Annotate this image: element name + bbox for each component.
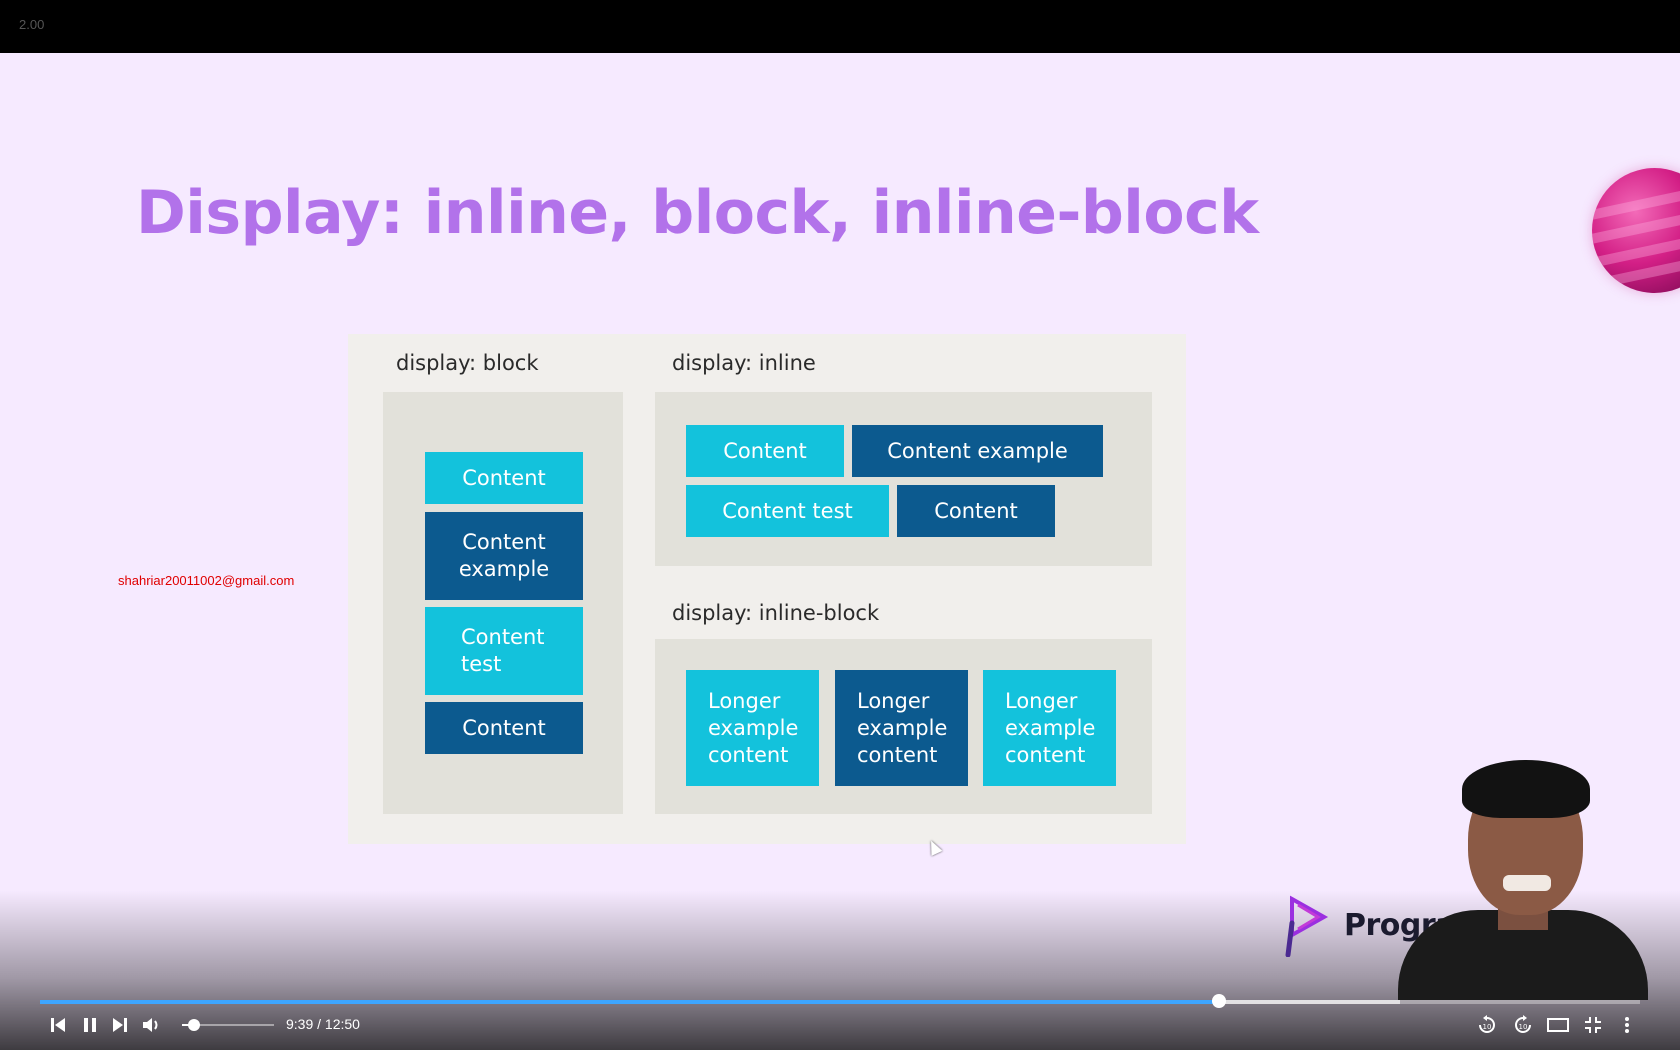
logo-mark-icon bbox=[1284, 893, 1332, 958]
svg-text:10: 10 bbox=[1519, 1023, 1528, 1031]
progress-bar[interactable] bbox=[40, 994, 1640, 1008]
playback-speed-label: 2.00 bbox=[19, 17, 45, 32]
forward-10-icon[interactable]: 10 bbox=[1510, 1010, 1536, 1040]
inline-item: Content example bbox=[852, 425, 1103, 477]
theater-mode-icon[interactable] bbox=[1544, 1010, 1572, 1040]
volume-handle[interactable] bbox=[187, 1019, 200, 1031]
inline-block-panel: Longer example content Longer example co… bbox=[655, 639, 1152, 814]
presenter-webcam bbox=[1398, 760, 1648, 1000]
block-item: Content bbox=[425, 702, 583, 754]
skip-next-icon[interactable] bbox=[108, 1010, 132, 1040]
pause-icon[interactable] bbox=[78, 1010, 102, 1040]
block-label: display: block bbox=[396, 351, 539, 375]
played-bar bbox=[40, 1000, 1220, 1004]
inline-block-item: Longer example content bbox=[835, 670, 968, 786]
watermark-email: shahriar20011002@gmail.com bbox=[118, 573, 295, 588]
planet-decoration bbox=[1592, 168, 1680, 293]
top-bar: 2.00 bbox=[0, 0, 1680, 53]
block-item: Content test bbox=[425, 607, 583, 695]
inline-block-item: Longer example content bbox=[686, 670, 819, 786]
inline-label: display: inline bbox=[672, 351, 816, 375]
inline-block-item: Longer example content bbox=[983, 670, 1116, 786]
block-item: Content bbox=[425, 452, 583, 504]
rewind-10-icon[interactable]: 10 bbox=[1474, 1010, 1500, 1040]
more-vert-icon[interactable] bbox=[1616, 1010, 1638, 1040]
inline-item: Content bbox=[686, 425, 844, 477]
time-display: 9:39 / 12:50 bbox=[286, 1016, 360, 1032]
exit-fullscreen-icon[interactable] bbox=[1580, 1010, 1606, 1040]
css-display-diagram: display: block Content Content example C… bbox=[348, 334, 1186, 844]
svg-text:10: 10 bbox=[1483, 1023, 1492, 1031]
inline-item: Content test bbox=[686, 485, 889, 537]
slide-title: Display: inline, block, inline-block bbox=[136, 178, 1259, 248]
player-controls: 9:39 / 12:50 10 10 bbox=[0, 1010, 1680, 1050]
inline-block-label: display: inline-block bbox=[672, 601, 880, 625]
scrubber-handle[interactable] bbox=[1212, 994, 1227, 1008]
skip-previous-icon[interactable] bbox=[46, 1010, 70, 1040]
volume-slider[interactable] bbox=[182, 1019, 274, 1031]
inline-panel: Content Content example Content test Con… bbox=[655, 392, 1152, 566]
inline-item: Content bbox=[897, 485, 1055, 537]
volume-icon[interactable] bbox=[138, 1010, 164, 1040]
block-item: Content example bbox=[425, 512, 583, 600]
block-panel: Content Content example Content test Con… bbox=[383, 392, 623, 814]
